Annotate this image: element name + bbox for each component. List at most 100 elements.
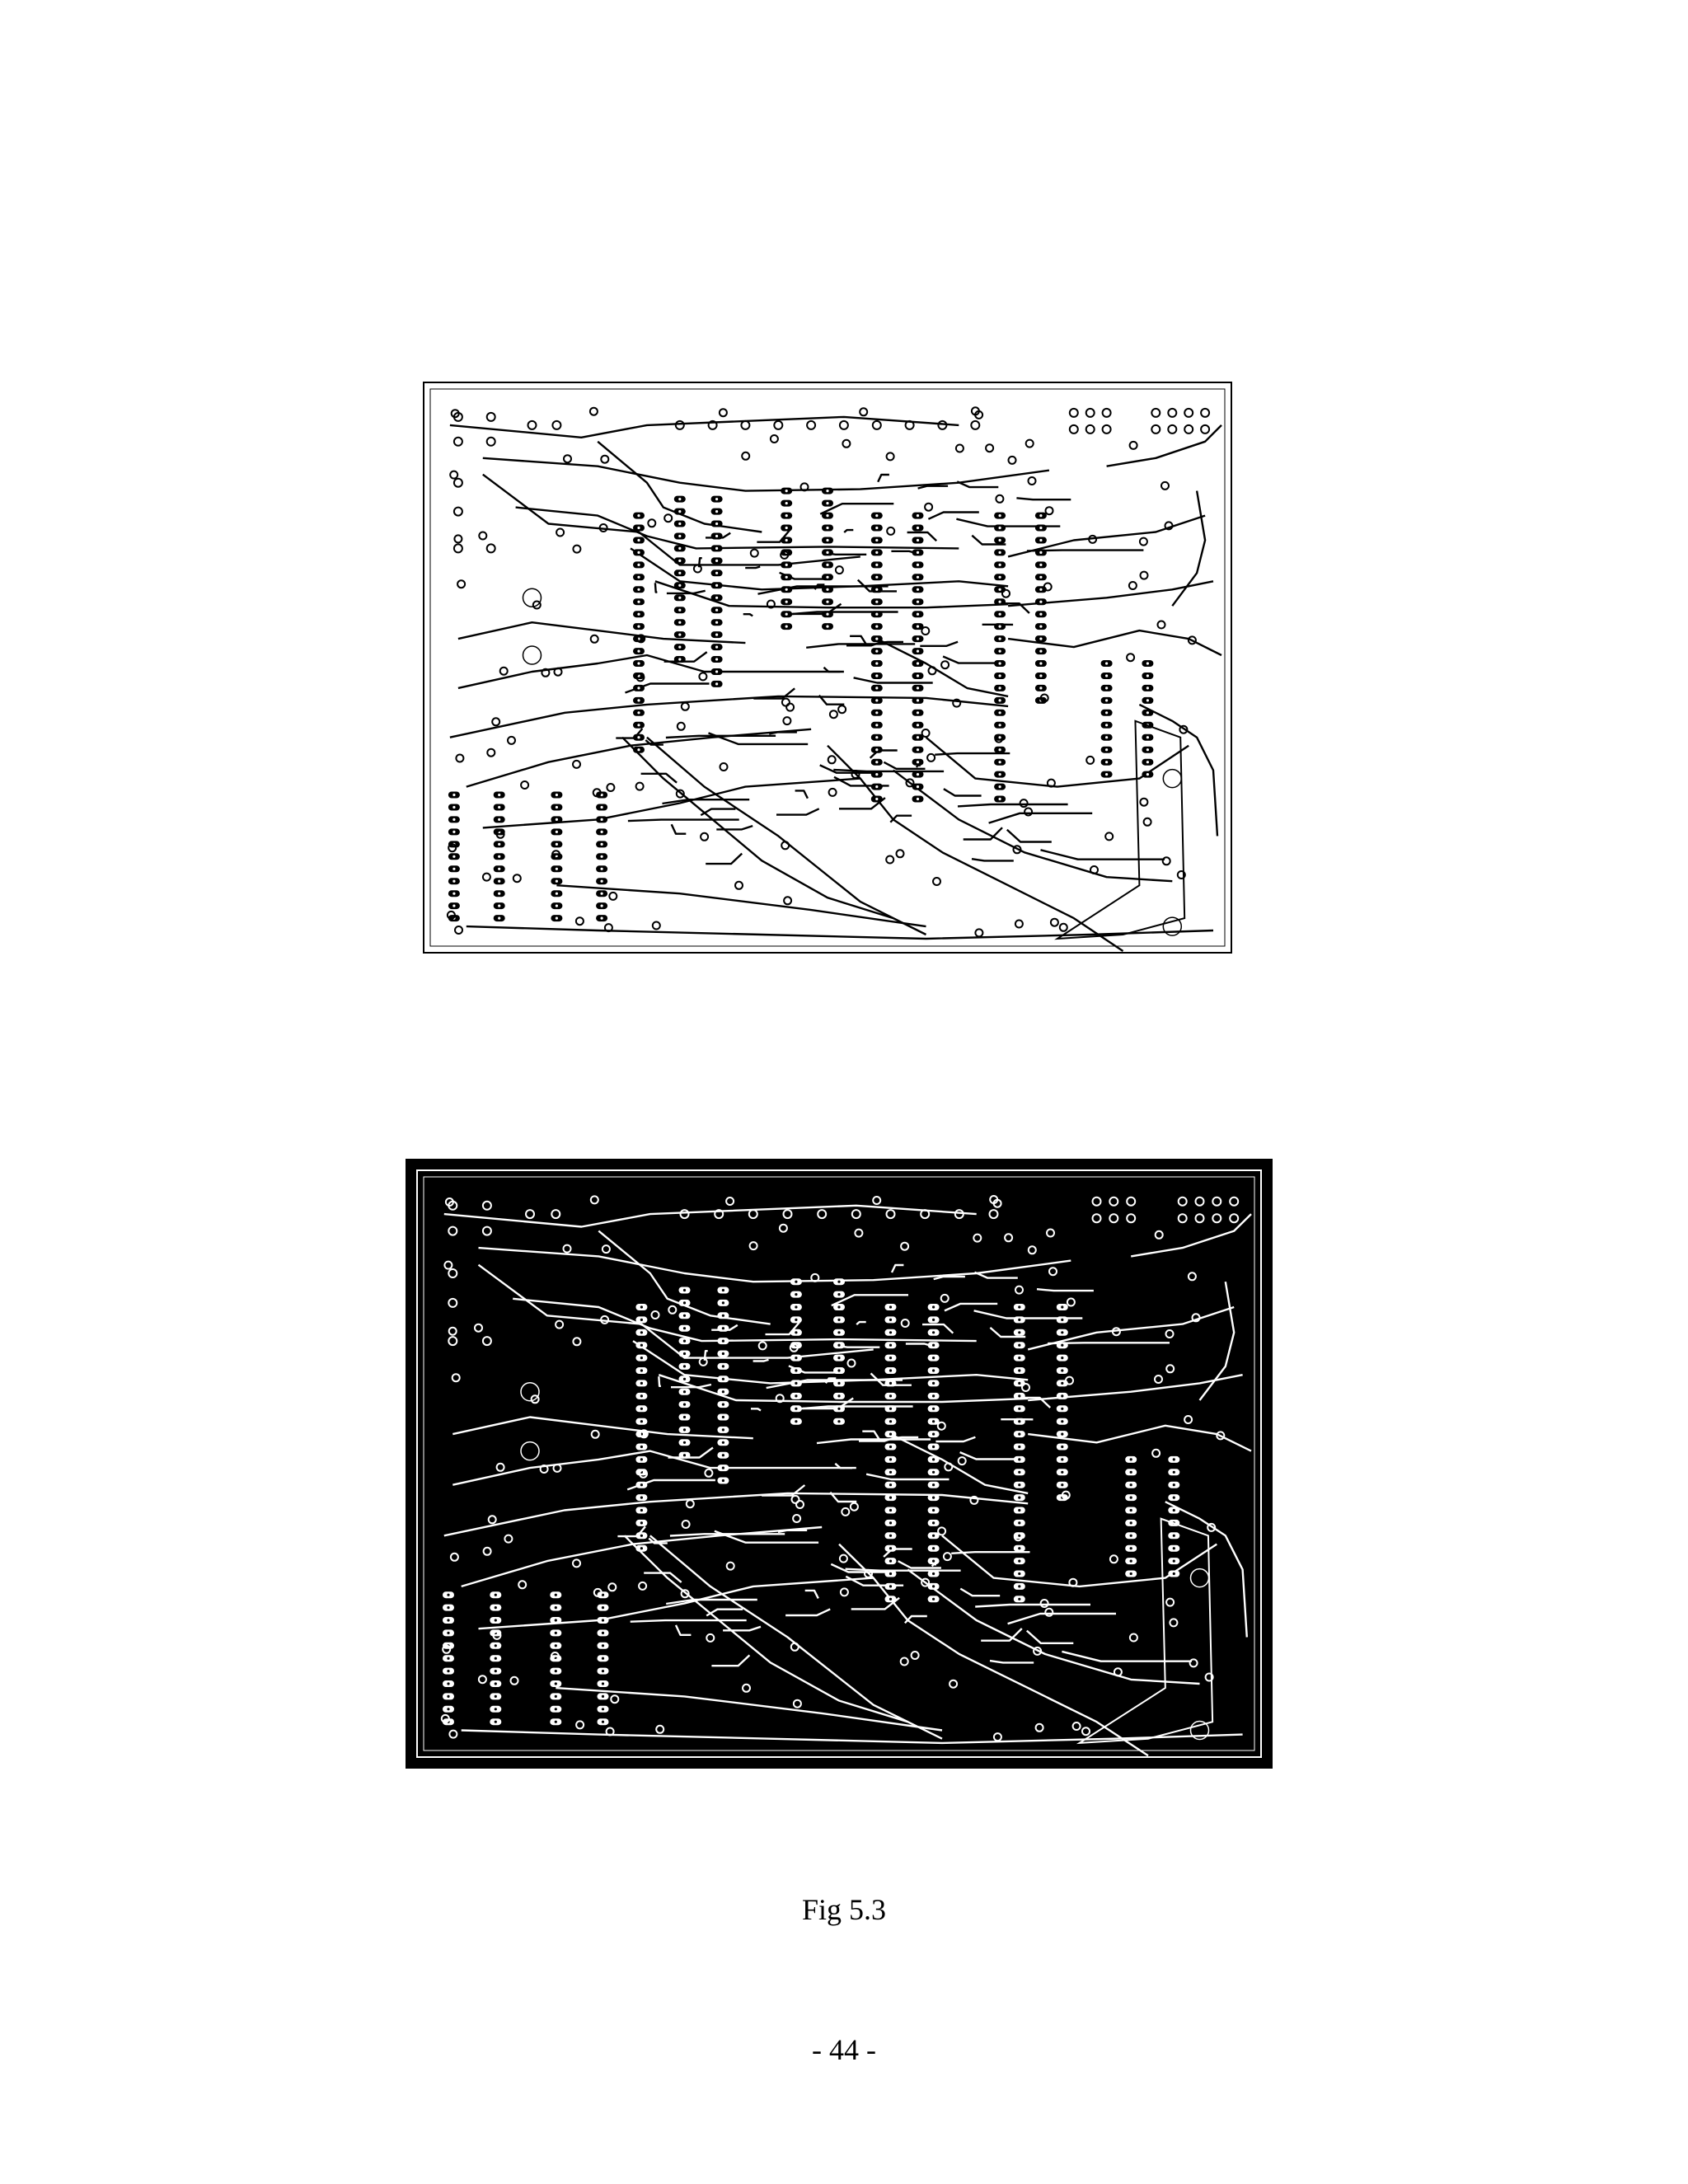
drill-hole <box>601 1619 605 1622</box>
via <box>1200 424 1211 434</box>
drill-hole <box>795 1369 798 1372</box>
copper-trace <box>880 640 903 644</box>
via <box>795 1500 804 1509</box>
via <box>872 1196 882 1205</box>
copper-trace <box>889 814 912 823</box>
copper-trace <box>765 1321 800 1336</box>
drill-hole <box>837 1280 841 1283</box>
drill-hole <box>875 785 879 789</box>
drill-hole <box>447 1619 450 1622</box>
via <box>1165 1597 1175 1607</box>
via <box>1007 455 1017 465</box>
drill-hole <box>715 498 719 501</box>
drill-hole <box>998 674 1001 677</box>
copper-trace <box>917 485 949 490</box>
drill-hole <box>600 805 603 809</box>
copper-trace <box>865 1473 950 1481</box>
drill-hole <box>637 551 640 554</box>
drill-hole <box>875 625 879 628</box>
via <box>572 1558 581 1568</box>
copper-trace <box>1008 580 1214 607</box>
drill-hole <box>447 1593 450 1596</box>
via <box>778 1223 788 1233</box>
drill-hole <box>600 916 603 920</box>
drill-hole <box>1039 625 1043 628</box>
via <box>1176 870 1186 879</box>
drill-hole <box>554 1708 557 1711</box>
copper-trace <box>804 1589 819 1599</box>
drill-hole <box>785 588 788 591</box>
via <box>589 1195 599 1205</box>
via <box>992 1732 1002 1742</box>
drill-hole <box>785 490 788 493</box>
via <box>1216 1431 1226 1441</box>
drill-hole <box>721 1339 724 1343</box>
drill-hole <box>682 1288 687 1292</box>
copper-trace <box>556 1686 943 1732</box>
copper-trace <box>662 799 750 805</box>
drill-hole <box>554 1720 557 1723</box>
drill-hole <box>447 1606 450 1610</box>
drill-hole <box>826 502 829 505</box>
via <box>590 1429 600 1439</box>
drill-hole <box>637 625 640 628</box>
via <box>885 452 895 462</box>
copper-trace <box>658 1376 661 1387</box>
via <box>512 874 522 883</box>
via <box>792 1699 802 1708</box>
drill-hole <box>795 1318 798 1321</box>
via <box>864 1568 873 1578</box>
copper-trace <box>898 1560 941 1569</box>
copper-trace <box>889 1433 1029 1495</box>
via <box>781 841 790 851</box>
copper-trace <box>920 640 959 647</box>
drill-hole <box>889 1357 893 1360</box>
drill-hole <box>1105 674 1109 677</box>
drill-hole <box>795 1331 798 1334</box>
page-number: - 44 - <box>812 2033 876 2066</box>
copper-trace <box>957 803 1068 808</box>
drill-hole <box>916 699 920 702</box>
via <box>785 702 795 712</box>
pad-group <box>446 406 1211 940</box>
copper-trace <box>941 1535 1217 1588</box>
drill-hole <box>1105 687 1109 690</box>
via <box>1027 476 1037 485</box>
drill-hole <box>916 514 920 518</box>
drill-hole <box>678 596 682 599</box>
copper-trace <box>768 731 797 735</box>
drill-hole <box>795 1407 798 1410</box>
drill-hole <box>637 724 640 727</box>
via <box>1138 537 1148 546</box>
drill-hole <box>1105 662 1109 665</box>
copper-trace <box>654 580 1009 609</box>
drill-hole <box>452 830 456 834</box>
drill-hole <box>1018 1318 1021 1321</box>
via <box>650 1310 660 1319</box>
drill-hole <box>498 818 501 822</box>
copper-trace <box>663 651 708 663</box>
drill-hole <box>721 1390 724 1394</box>
via <box>1033 1646 1043 1656</box>
drill-hole <box>494 1682 497 1685</box>
via <box>1177 1196 1188 1207</box>
via <box>970 419 981 430</box>
drill-hole <box>715 546 719 550</box>
copper-trace <box>935 752 1010 756</box>
copper-trace <box>935 1436 976 1443</box>
drill-hole <box>715 645 719 649</box>
via <box>443 1260 453 1270</box>
drill-hole <box>447 1657 450 1660</box>
copper-trace <box>951 1551 1030 1554</box>
via <box>555 1319 565 1329</box>
drill-hole <box>1172 1458 1175 1461</box>
via <box>988 1209 999 1220</box>
board-outline <box>423 382 1232 954</box>
via <box>478 531 488 541</box>
drill-hole <box>826 526 829 530</box>
drill-hole <box>916 785 920 789</box>
drill-hole <box>637 711 640 715</box>
via <box>1128 440 1138 450</box>
drill-hole <box>715 682 719 686</box>
copper-trace <box>640 772 678 784</box>
